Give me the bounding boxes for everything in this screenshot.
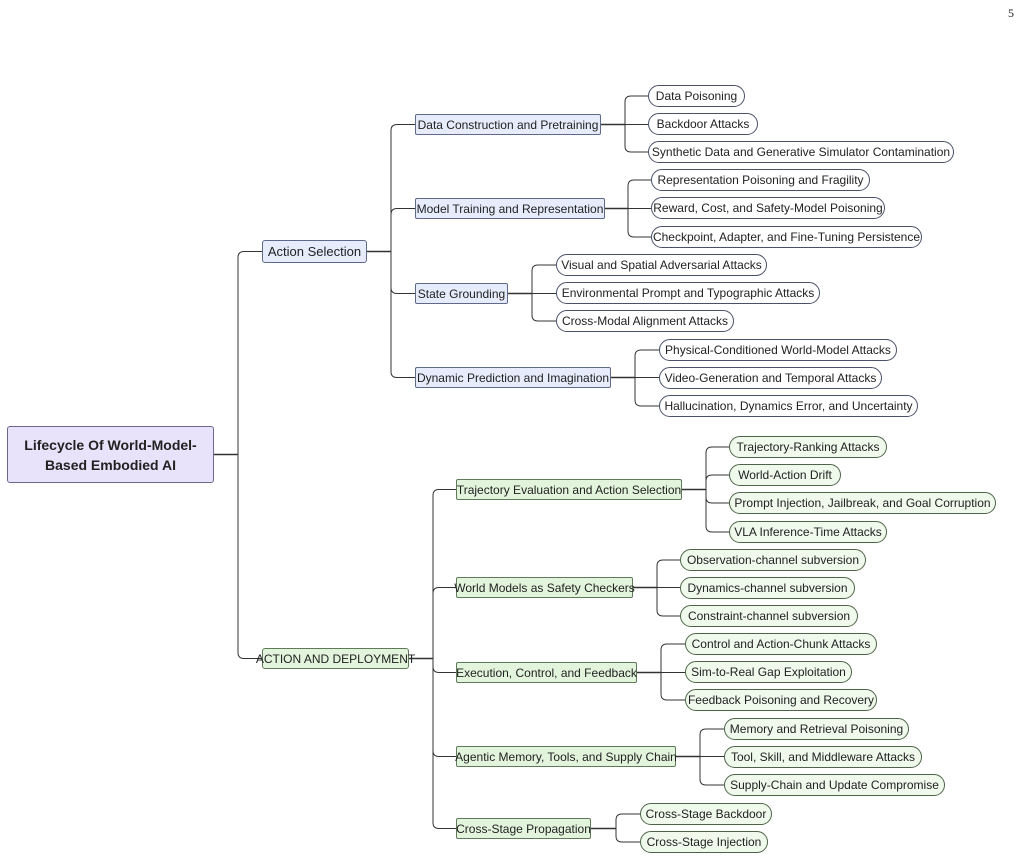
leaf-memory-retrieval-poisoning: Memory and Retrieval Poisoning xyxy=(724,718,909,740)
root-connectors xyxy=(214,251,262,659)
leaf-physical-conditioned-attacks: Physical-Conditioned World-Model Attacks xyxy=(659,339,897,361)
topic-1-0-connectors xyxy=(682,446,729,533)
root-node: Lifecycle Of World-Model- Based Embodied… xyxy=(7,426,214,483)
topic-data-construction-and-pretraining: Data Construction and Pretraining xyxy=(415,114,601,135)
topic-dynamic-prediction-and-imagination: Dynamic Prediction and Imagination xyxy=(415,367,611,388)
branch-action-selection: Action Selection xyxy=(262,240,367,263)
leaf-synthetic-data-contamination: Synthetic Data and Generative Simulator … xyxy=(648,141,954,163)
leaf-backdoor-attacks: Backdoor Attacks xyxy=(648,113,758,135)
topic-model-training-and-representation: Model Training and Representation xyxy=(415,198,605,219)
topic-0-1-connectors xyxy=(605,179,651,238)
leaf-visual-spatial-adversarial: Visual and Spatial Adversarial Attacks xyxy=(556,254,767,276)
branch-0-connectors xyxy=(367,124,415,378)
leaf-observation-channel: Observation-channel subversion xyxy=(680,549,866,571)
leaf-checkpoint-adapter-persistence: Checkpoint, Adapter, and Fine-Tuning Per… xyxy=(651,226,922,248)
topic-1-3-connectors xyxy=(676,728,724,786)
branch-action-and-deployment: ACTION AND DEPLOYMENT xyxy=(256,648,415,669)
leaf-constraint-channel: Constraint-channel subversion xyxy=(680,605,858,627)
leaf-tool-skill-middleware: Tool, Skill, and Middleware Attacks xyxy=(724,746,922,768)
topic-trajectory-evaluation: Trajectory Evaluation and Action Selecti… xyxy=(456,479,682,500)
root-title-line-1: Lifecycle Of World-Model- xyxy=(24,436,197,453)
topic-1-1-connectors xyxy=(633,559,680,617)
leaf-environmental-prompt-typographic: Environmental Prompt and Typographic Att… xyxy=(556,282,820,304)
leaf-supply-chain-update: Supply-Chain and Update Compromise xyxy=(724,774,945,796)
topic-1-4-connectors xyxy=(591,813,640,843)
leaf-cross-stage-backdoor: Cross-Stage Backdoor xyxy=(640,803,772,825)
leaf-sim-to-real-gap: Sim-to-Real Gap Exploitation xyxy=(685,661,852,683)
leaf-world-action-drift: World-Action Drift xyxy=(729,464,841,486)
topic-0-2-connectors xyxy=(508,264,556,322)
leaf-vla-inference-time: VLA Inference-Time Attacks xyxy=(729,521,887,543)
leaf-cross-modal-alignment: Cross-Modal Alignment Attacks xyxy=(556,310,734,332)
leaf-dynamics-channel: Dynamics-channel subversion xyxy=(680,577,855,599)
root-title-line-2: Based Embodied AI xyxy=(45,456,176,473)
topic-world-models-safety-checkers: World Models as Safety Checkers xyxy=(454,577,635,598)
leaf-representation-poisoning: Representation Poisoning and Fragility xyxy=(651,169,870,191)
leaf-trajectory-ranking: Trajectory-Ranking Attacks xyxy=(729,436,887,458)
leaf-video-generation-temporal: Video-Generation and Temporal Attacks xyxy=(659,367,882,389)
leaf-cross-stage-injection: Cross-Stage Injection xyxy=(640,831,768,853)
leaf-feedback-poisoning: Feedback Poisoning and Recovery xyxy=(685,689,877,711)
topic-1-2-connectors xyxy=(637,643,685,701)
leaf-reward-cost-safety-poisoning: Reward, Cost, and Safety-Model Poisoning xyxy=(651,197,885,219)
topic-0-0-connectors xyxy=(601,95,648,153)
page-number: 5 xyxy=(1008,6,1014,20)
topic-state-grounding: State Grounding xyxy=(415,283,508,304)
leaf-data-poisoning: Data Poisoning xyxy=(648,85,745,107)
leaf-control-action-chunk: Control and Action-Chunk Attacks xyxy=(685,633,877,655)
topic-0-3-connectors xyxy=(611,349,659,407)
leaf-hallucination-dynamics-error: Hallucination, Dynamics Error, and Uncer… xyxy=(659,395,918,417)
leaf-prompt-injection-jailbreak: Prompt Injection, Jailbreak, and Goal Co… xyxy=(729,492,996,514)
branch-1-connectors xyxy=(409,489,456,829)
topic-execution-control-feedback: Execution, Control, and Feedback xyxy=(456,662,637,683)
topic-agentic-memory-tools-supply-chain: Agentic Memory, Tools, and Supply Chain xyxy=(455,746,677,767)
topic-cross-stage-propagation: Cross-Stage Propagation xyxy=(456,818,591,839)
